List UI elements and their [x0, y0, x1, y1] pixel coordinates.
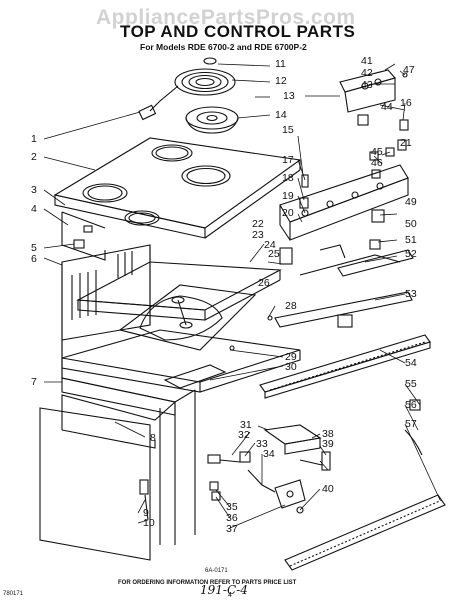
callout-34: 34 [263, 448, 275, 460]
callout-23: 23 [252, 229, 264, 241]
callout-3: 3 [31, 184, 37, 196]
callout-36: 36 [226, 512, 238, 524]
switch-block-drawing [339, 69, 409, 179]
callout-54: 54 [405, 357, 417, 369]
page-subtitle: For Models RDE 6700-2 and RDE 6700P-2 [140, 42, 307, 52]
callout-32: 32 [238, 429, 250, 441]
print-number: 780171 [3, 591, 24, 597]
callout-20: 20 [282, 207, 294, 219]
callout-42: 42 [361, 67, 373, 79]
callout-10: 10 [143, 517, 155, 529]
footer-note: FOR ORDERING INFORMATION REFER TO PARTS … [118, 580, 297, 586]
callout-51: 51 [405, 234, 417, 246]
callout-30: 30 [285, 361, 297, 373]
lower-panel-drawing [39, 407, 151, 561]
callout-57: 57 [405, 418, 417, 430]
callout-56: 56 [405, 399, 417, 411]
callout-26: 26 [258, 277, 270, 289]
callout-29: 29 [285, 351, 297, 363]
bottom-pan-drawing [61, 329, 301, 393]
callout-15: 15 [282, 124, 294, 136]
callout-12: 12 [275, 75, 287, 87]
page-title: TOP AND CONTROL PARTS [120, 22, 356, 41]
callout-44: 44 [381, 101, 393, 113]
leader-lines [43, 63, 441, 529]
callout-6: 6 [31, 253, 37, 265]
callout-41: 41 [361, 55, 373, 67]
callout-18: 18 [282, 172, 294, 184]
surface-element-drawing [138, 57, 236, 121]
callout-14: 14 [275, 109, 287, 121]
toe-kick-drawing [284, 494, 446, 571]
callout-9: 9 [143, 507, 149, 519]
callout-45: 45 [371, 146, 383, 158]
callout-28: 28 [285, 300, 297, 312]
callout-13: 13 [283, 90, 295, 102]
callout-31: 31 [240, 419, 252, 431]
watermark-text: AppliancePartsPros.com [96, 6, 356, 29]
control-panel-drawing [279, 164, 414, 277]
callout-5: 5 [31, 242, 37, 254]
callout-35: 35 [226, 501, 238, 513]
drip-bowl-drawing [185, 106, 239, 134]
callout-16: 16 [400, 97, 412, 109]
callout-22: 22 [252, 218, 264, 230]
callout-4: 4 [31, 203, 37, 215]
callout-49: 49 [405, 196, 417, 208]
callout-38: 38 [322, 428, 334, 440]
callout-43: 43 [361, 79, 373, 91]
callout-53: 53 [405, 288, 417, 300]
callout-19: 19 [282, 190, 294, 202]
callout-33: 33 [256, 438, 268, 450]
callout-2: 2 [31, 151, 37, 163]
callout-50: 50 [405, 218, 417, 230]
thermostat-drawing [207, 424, 331, 514]
side-trim-drawing [61, 211, 106, 261]
callout-55: 55 [405, 378, 417, 390]
callout-40: 40 [322, 483, 334, 495]
callout-24: 24 [264, 239, 276, 251]
callout-7: 7 [31, 376, 37, 388]
cabinet-drawing [61, 244, 196, 545]
cooktop-drawing [53, 137, 302, 239]
callout-39: 39 [322, 438, 334, 450]
callout-1: 1 [31, 133, 37, 145]
handwritten-note: 191-C-4 [200, 583, 248, 597]
callout-25: 25 [268, 248, 280, 260]
front-rail-drawing [259, 291, 431, 399]
callout-11: 11 [275, 58, 286, 70]
page-number: 4 [228, 592, 232, 599]
inner-tray-drawing [76, 261, 282, 351]
callout-37: 37 [226, 523, 238, 535]
callout-8: 8 [150, 432, 156, 444]
callout-17: 17 [282, 154, 294, 166]
callout-52: 52 [405, 248, 417, 260]
callout-21: 21 [400, 137, 412, 149]
reference-code: 6A-0171 [205, 568, 228, 574]
callout-47: 47 [403, 64, 415, 76]
callout-46: 46 [371, 157, 383, 169]
callout-labels: 1 2 3 4 5 6 7 8 9 10 11 12 13 14 15 16 1… [31, 55, 417, 535]
